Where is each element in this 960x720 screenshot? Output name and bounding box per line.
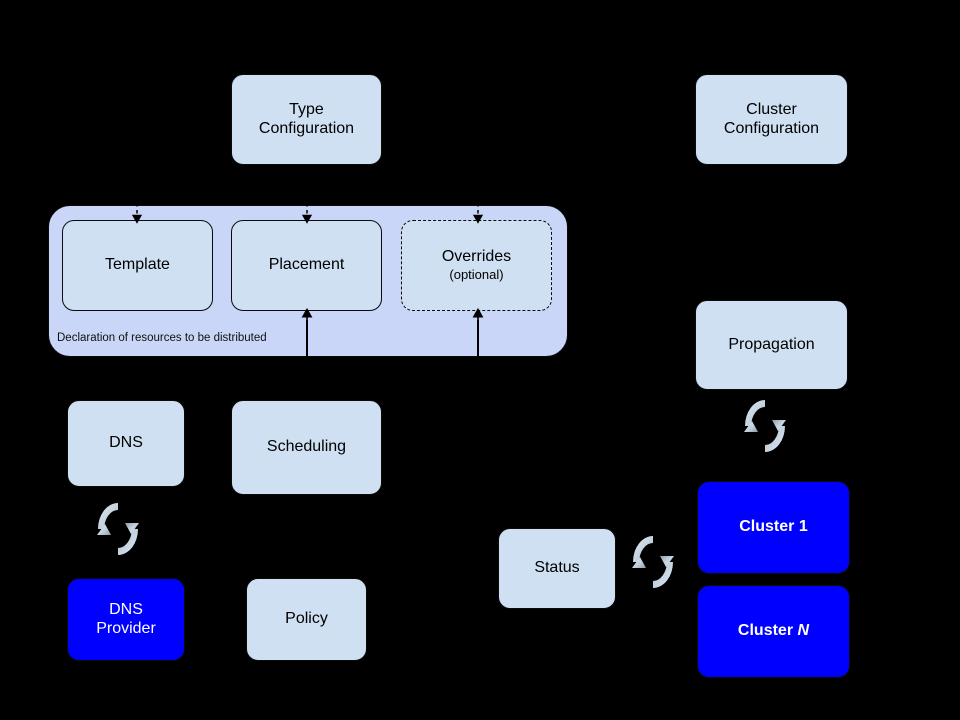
node-cluster-n[interactable]: Cluster N — [697, 585, 850, 678]
node-placement[interactable]: Placement — [231, 220, 382, 311]
overrides-line1: Overrides — [441, 248, 512, 266]
node-cluster-1[interactable]: Cluster 1 — [697, 481, 850, 574]
cluster-configuration-line1: Cluster — [746, 100, 797, 118]
node-status-label: Status — [534, 559, 580, 577]
node-policy[interactable]: Policy — [246, 578, 367, 661]
node-overrides[interactable]: Overrides (optional) — [401, 220, 552, 311]
cluster-1-suffix: 1 — [798, 518, 808, 536]
node-cluster-configuration-label: Cluster Configuration — [724, 101, 819, 139]
node-overrides-label: Overrides (optional) — [442, 248, 511, 282]
node-type-configuration[interactable]: Type Configuration — [231, 74, 382, 165]
node-dns-label: DNS — [109, 434, 143, 452]
node-cluster-n-label: Cluster N — [738, 622, 809, 641]
node-dns[interactable]: DNS — [67, 400, 185, 487]
divider-line-left — [306, 320, 308, 357]
node-scheduling-label: Scheduling — [266, 438, 347, 456]
cluster-n-suffix: N — [797, 622, 810, 640]
node-type-configuration-label: Type Configuration — [259, 101, 354, 139]
node-template[interactable]: Template — [62, 220, 213, 311]
group-caption: Declaration of resources to be distribut… — [57, 332, 267, 344]
cluster-1-prefix: Cluster — [739, 518, 799, 536]
cluster-n-prefix: Cluster — [737, 622, 798, 640]
dns-provider-line2: Provider — [96, 619, 156, 637]
overrides-line2: (optional) — [449, 267, 504, 283]
node-dns-provider[interactable]: DNS Provider — [67, 578, 185, 661]
dns-provider-line1: DNS — [109, 600, 143, 618]
node-policy-label: Policy — [285, 610, 328, 628]
cluster-configuration-line2: Configuration — [723, 119, 820, 137]
node-dns-provider-label: DNS Provider — [96, 601, 156, 639]
node-scheduling[interactable]: Scheduling — [231, 400, 382, 495]
type-configuration-line1: Type — [289, 100, 324, 118]
node-placement-label: Placement — [268, 256, 345, 274]
sync-arrows-icon-propagation — [744, 400, 786, 452]
sync-arrows-icon-status — [632, 536, 674, 588]
divider-line-right — [477, 320, 479, 357]
node-propagation[interactable]: Propagation — [695, 300, 848, 390]
node-cluster-1-label: Cluster 1 — [739, 518, 807, 537]
node-propagation-label: Propagation — [728, 335, 815, 353]
sync-arrows-icon-dns — [97, 503, 139, 555]
node-template-label: Template — [105, 256, 170, 274]
type-configuration-line2: Configuration — [258, 119, 355, 137]
node-cluster-configuration[interactable]: Cluster Configuration — [695, 74, 848, 165]
node-status[interactable]: Status — [498, 528, 616, 609]
